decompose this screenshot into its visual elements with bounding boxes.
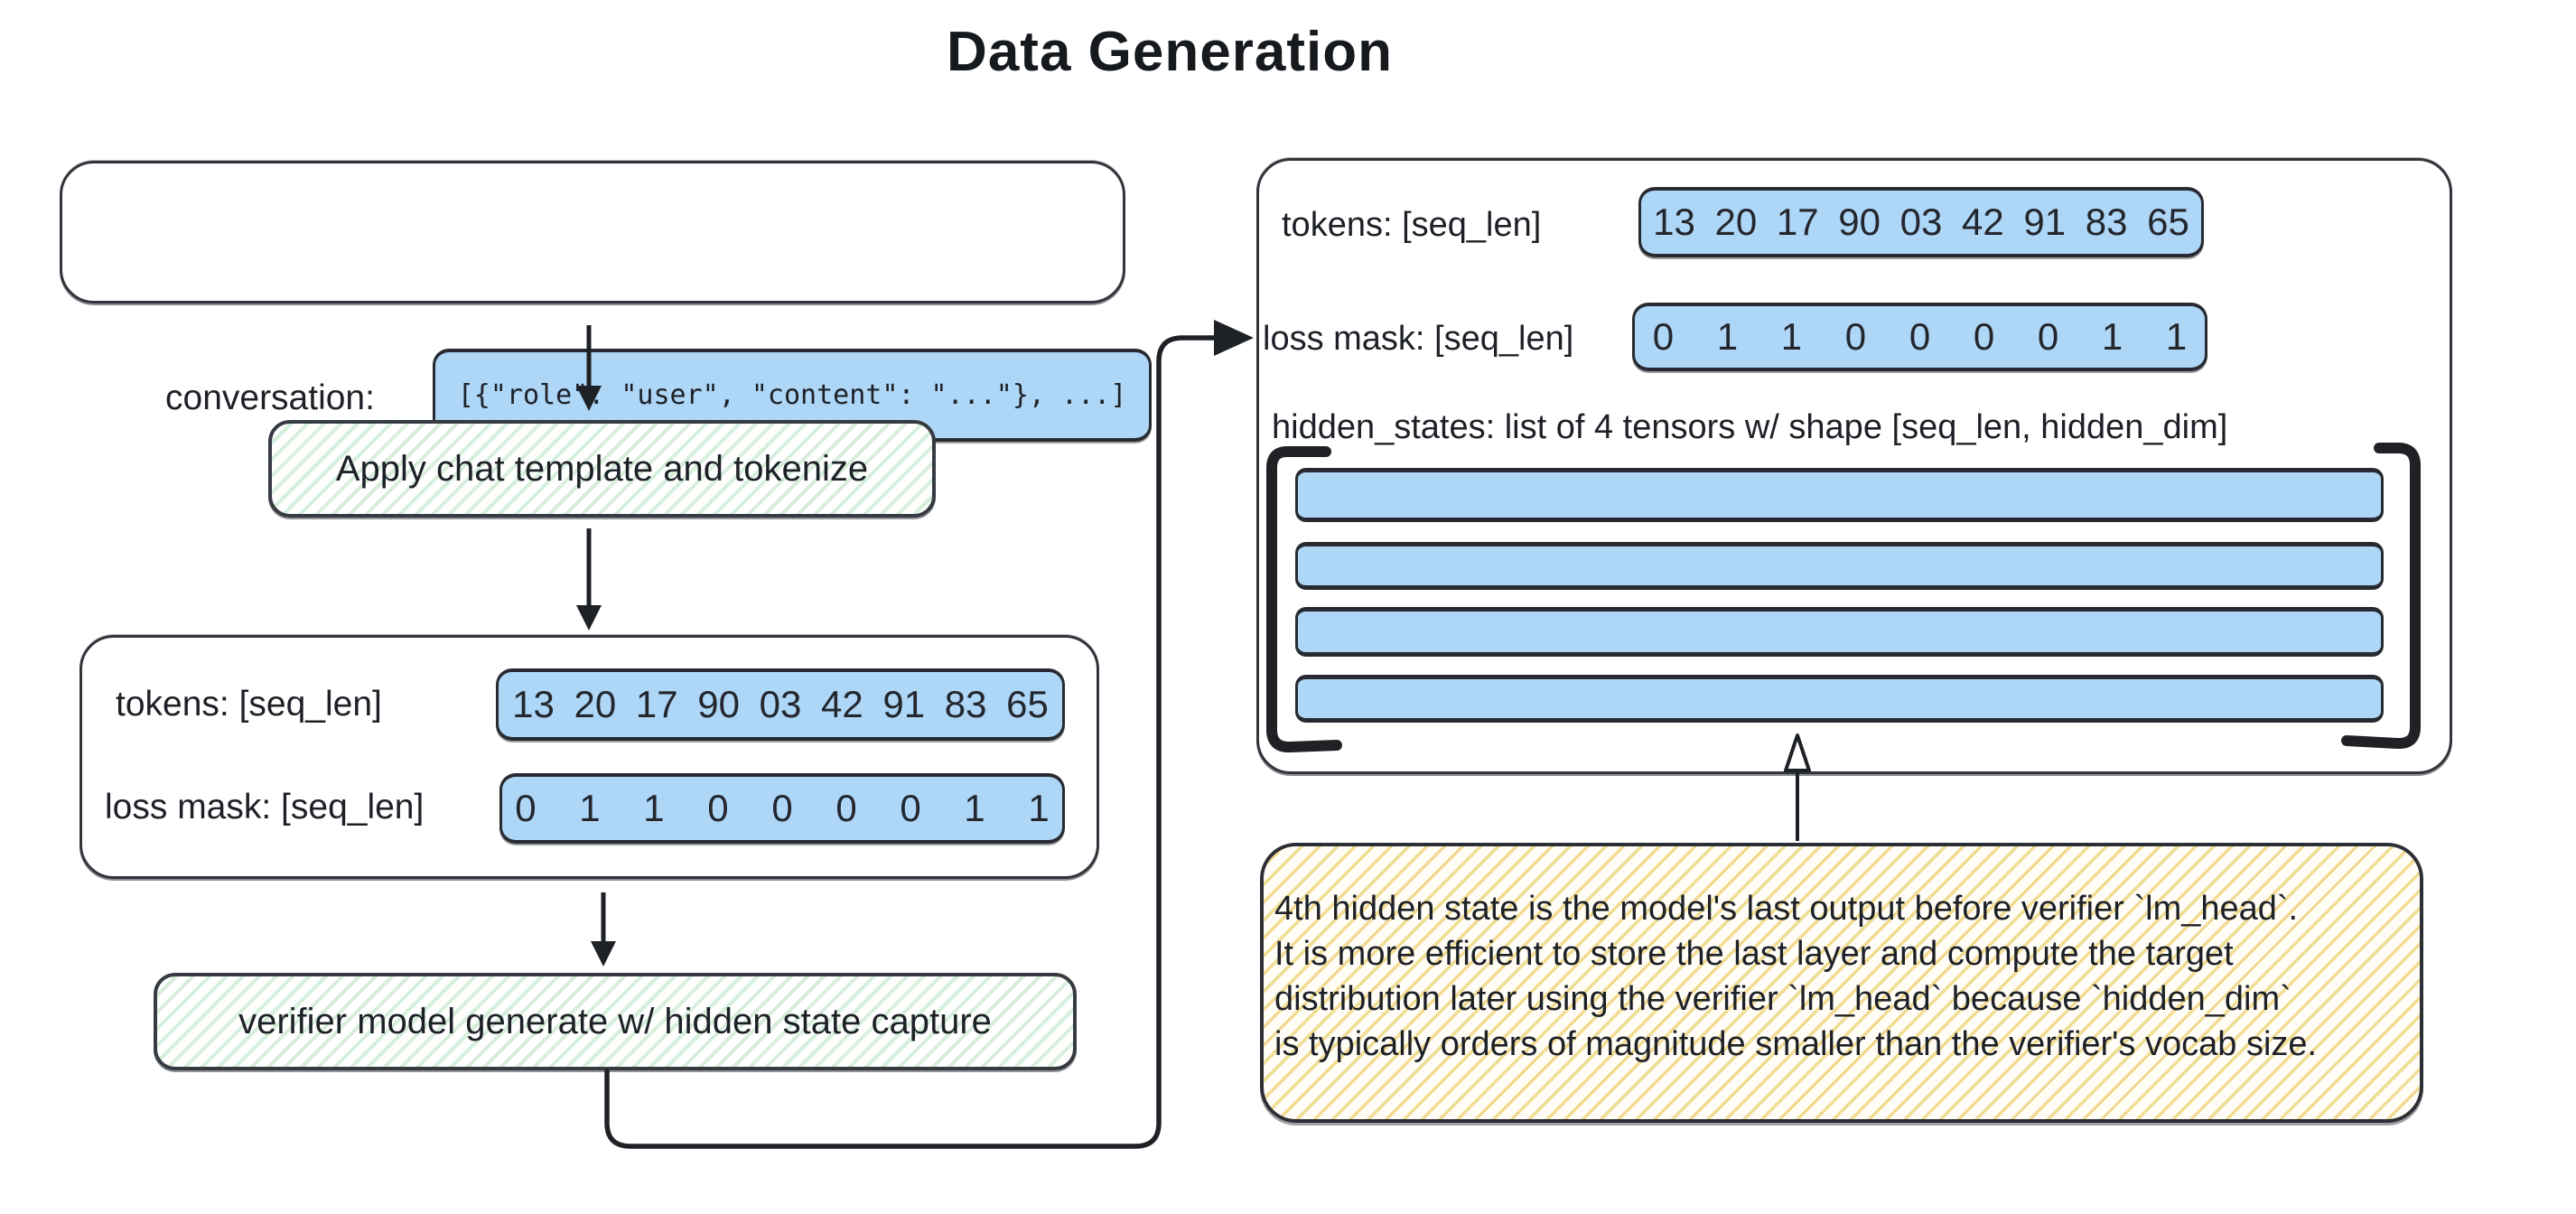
note-line: It is more efficient to store the last l… <box>1274 935 2234 973</box>
note-line: 4th hidden state is the model's last out… <box>1274 890 2299 928</box>
generation-result-box <box>1256 158 2452 774</box>
tokens-values: 13 20 17 90 03 42 91 83 65 <box>512 683 1049 725</box>
conversation-label: conversation: <box>165 378 375 417</box>
arrow-down-icon <box>571 325 607 411</box>
note-box: 4th hidden state is the model's last out… <box>1260 843 2423 1123</box>
flow-connector-arrowhead-icon <box>1214 320 1254 356</box>
note-line: distribution later using the verifier `l… <box>1274 980 2291 1018</box>
step-apply-chat-template-label: Apply chat template and tokenize <box>335 448 869 489</box>
page-title: Data Generation <box>947 21 1393 83</box>
loss-mask-label: loss mask: [seq_len] <box>105 788 425 826</box>
conversation-code: [{"role": "user", "content": "..."}, ...… <box>457 379 1127 411</box>
hidden-state-tensor-bar <box>1295 607 2384 657</box>
loss-mask-pill: 0 1 1 0 0 0 0 1 1 <box>499 773 1065 844</box>
step-apply-chat-template: Apply chat template and tokenize <box>268 420 936 518</box>
loss-mask-label: loss mask: [seq_len] <box>1263 320 1574 358</box>
step-verifier-generate-label: verifier model generate w/ hidden state … <box>238 1001 992 1041</box>
arrow-down-icon <box>585 892 621 967</box>
loss-mask-values: 0 1 1 0 0 0 0 1 1 <box>515 787 1050 829</box>
hidden-state-tensor-bar <box>1295 542 2384 590</box>
hidden-state-tensor-bar <box>1295 675 2384 723</box>
tokens-label: tokens: [seq_len] <box>1282 206 1542 244</box>
step-verifier-generate: verifier model generate w/ hidden state … <box>154 973 1077 1070</box>
tokens-label: tokens: [seq_len] <box>116 685 382 724</box>
note-line: is typically orders of magnitude smaller… <box>1274 1025 2318 1063</box>
hidden-states-label: hidden_states: list of 4 tensors w/ shap… <box>1272 408 2228 446</box>
hidden-state-tensor-bar <box>1295 468 2384 522</box>
loss-mask-values: 0 1 1 0 0 0 0 1 1 <box>1652 315 2188 358</box>
conversation-box: conversation: [{"role": "user", "content… <box>60 161 1152 442</box>
loss-mask-pill: 0 1 1 0 0 0 0 1 1 <box>1632 303 2207 371</box>
tokens-pill: 13 20 17 90 03 42 91 83 65 <box>496 668 1065 741</box>
tokens-values: 13 20 17 90 03 42 91 83 65 <box>1653 201 2189 243</box>
tokens-pill: 13 20 17 90 03 42 91 83 65 <box>1638 187 2204 257</box>
arrow-down-icon <box>571 528 607 630</box>
